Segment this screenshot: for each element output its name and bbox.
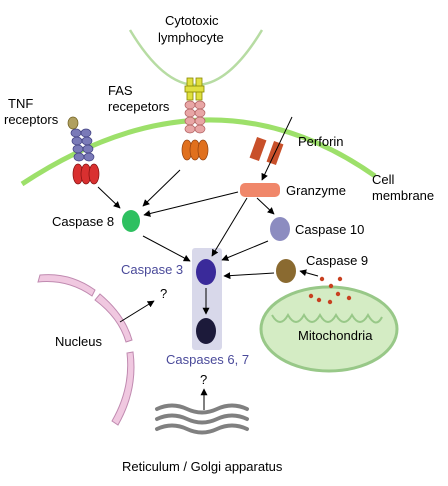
arrow-nucleus-query bbox=[119, 300, 155, 323]
golgi-label: Reticulum / Golgi apparatus bbox=[122, 459, 283, 474]
cytochrome-dot bbox=[316, 297, 322, 303]
tnf-label-line1: TNF bbox=[8, 96, 33, 111]
arrow-tnf-to-caspase8 bbox=[97, 186, 121, 209]
caspase9-label: Caspase 9 bbox=[306, 253, 368, 268]
nucleus-label: Nucleus bbox=[55, 334, 102, 349]
arrow-granzyme-to-caspase3 bbox=[211, 197, 248, 257]
cytotoxic-label-line2: lymphocyte bbox=[158, 30, 224, 45]
golgi-question-mark: ? bbox=[200, 372, 207, 387]
mitochondria-organelle bbox=[259, 276, 399, 373]
caspase10-shape bbox=[270, 217, 290, 241]
caspase9-shape bbox=[276, 259, 296, 283]
caspase8-label: Caspase 8 bbox=[52, 214, 114, 229]
caspase8-shape bbox=[122, 210, 140, 232]
nucleus-envelope bbox=[37, 274, 135, 426]
fas-receptor bbox=[181, 100, 209, 161]
arrow-granzyme-to-caspase8 bbox=[143, 191, 239, 217]
cell-membrane-label-line2: membrane bbox=[372, 188, 434, 203]
cytochrome-dot bbox=[346, 295, 352, 301]
arrow-mitochondria-to-caspase9 bbox=[299, 269, 319, 277]
arrow-caspase10-to-caspase3 bbox=[221, 240, 269, 261]
cytochrome-dot bbox=[335, 291, 341, 297]
cytotoxic-label-line1: Cytotoxic bbox=[165, 13, 219, 28]
tnf-label-line2: receptors bbox=[4, 112, 59, 127]
caspase3-label: Caspase 3 bbox=[121, 262, 183, 277]
cytochrome-dot bbox=[308, 293, 314, 299]
tnf-receptor bbox=[67, 116, 100, 185]
cell-membrane-label-line1: Cell bbox=[372, 172, 395, 187]
arrow-granzyme-to-caspase10 bbox=[256, 197, 275, 215]
caspase3-shape bbox=[196, 259, 216, 285]
arrow-caspase9-to-caspase3 bbox=[223, 272, 275, 280]
caspases67-label: Caspases 6, 7 bbox=[166, 352, 249, 367]
caspase10-label: Caspase 10 bbox=[295, 222, 364, 237]
perforin-label: Perforin bbox=[298, 134, 344, 149]
nucleus-question-mark: ? bbox=[160, 286, 167, 301]
caspase67-shape bbox=[196, 318, 216, 344]
mitochondria-label: Mitochondria bbox=[298, 328, 373, 343]
fas-label-line1: FAS bbox=[108, 83, 133, 98]
arrow-fas-to-caspase8 bbox=[142, 169, 181, 207]
arrow-caspase8-to-caspase3 bbox=[142, 235, 191, 262]
granzyme-label: Granzyme bbox=[286, 183, 346, 198]
cytochrome-dot bbox=[337, 276, 343, 282]
golgi-apparatus bbox=[155, 403, 249, 435]
fas-label-line2: recepetors bbox=[108, 99, 170, 114]
fas-ligand bbox=[184, 77, 205, 101]
cytochrome-dot bbox=[328, 283, 334, 289]
cytochrome-dot bbox=[327, 299, 333, 305]
perforin-pore bbox=[249, 136, 284, 166]
arrow-perforin-to-granzyme bbox=[261, 116, 293, 181]
granzyme-shape bbox=[240, 183, 280, 197]
cytochrome-dot bbox=[319, 276, 325, 282]
